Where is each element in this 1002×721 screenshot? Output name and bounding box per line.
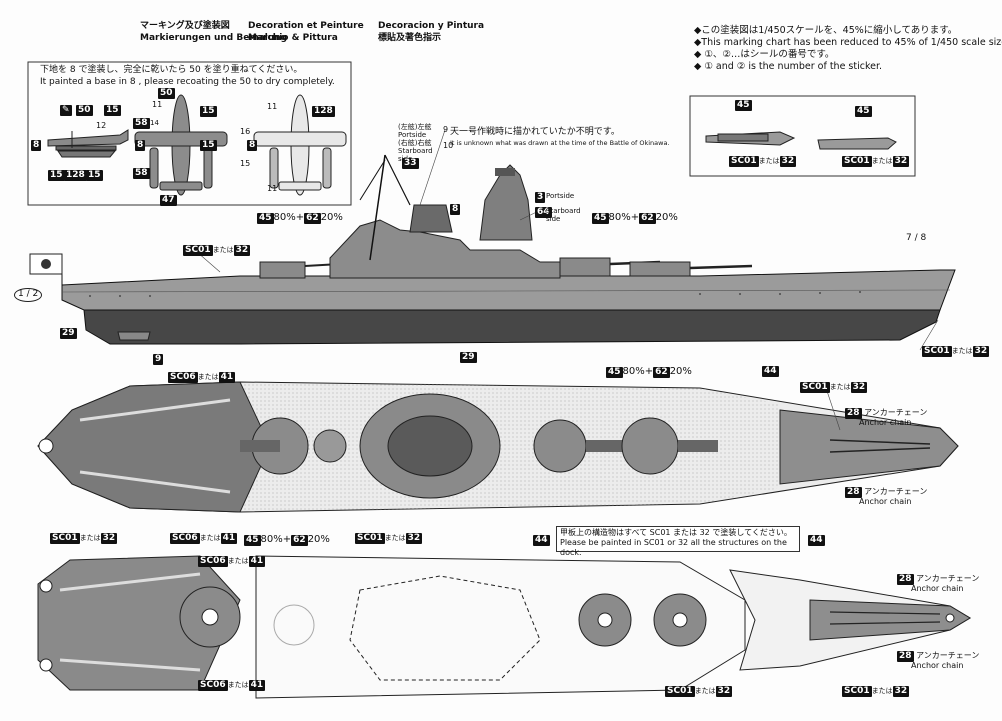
sticker-11-c: 11 — [267, 184, 278, 193]
title-fr: Decoration et Peinture — [248, 21, 364, 31]
sticker-7-8: 7 / 8 — [906, 233, 927, 243]
scale-note-jp: ◆この塗装図は1/450スケールを、45%に縮小してあります。 — [694, 25, 958, 36]
paint-code-45-b: 45 — [855, 106, 872, 117]
deck-bow-piece — [729, 569, 971, 671]
paint-code-47: 47 — [160, 195, 177, 206]
floatplane-underside-view — [253, 94, 347, 196]
title-de: Markierungen und Bemalung — [140, 33, 288, 43]
mast-note-en: It is unknown what was drawn at the time… — [450, 139, 670, 147]
deck-center-piece — [255, 555, 746, 699]
side-label-b: side — [546, 215, 561, 223]
paint-code-8-c: 8 — [247, 140, 258, 151]
paint-code-8-b: 8 — [135, 140, 146, 151]
starboard-label-b: Starboard — [546, 207, 581, 215]
title-jp: マーキング及び塗装図 — [140, 21, 230, 31]
paint-code-15-c: 15 — [86, 170, 103, 181]
paint-code-9: 9 — [153, 354, 164, 365]
paint-code-3: 3 — [535, 192, 546, 203]
paint-code-29-b: 29 — [460, 352, 477, 363]
deck-note-jp: 甲板上の構造物はすべて SC01 または 32 で塗装してください。 — [560, 528, 792, 537]
sticker-15: 15 — [240, 159, 251, 168]
brush-icon: ✎ — [60, 105, 72, 116]
title-it: Marchio & Pittura — [248, 33, 338, 43]
paint-code-45-a: 45 — [735, 100, 752, 111]
paint-code-44-c: 44 — [808, 535, 825, 546]
sticker-1-2: 1 / 2 — [14, 288, 43, 302]
portside-label: Portside — [398, 131, 427, 139]
sticker-11-b: 11 — [267, 102, 278, 111]
paint-code-44-a: 44 — [762, 366, 779, 377]
ship-top-view — [37, 381, 959, 513]
paint-code-15: 15 — [104, 105, 121, 116]
paint-code-128: 128 — [64, 170, 87, 181]
sticker-9: 9 — [443, 125, 449, 134]
sticker-note-en: ◆ ① and ② is the number of the sticker. — [694, 61, 883, 72]
paint-code-8: 8 — [31, 140, 42, 151]
paint-code-15-d: 15 — [200, 106, 217, 117]
portside-label-jp: (左舷)左舷 — [398, 123, 432, 131]
scale-note-en: ◆This marking chart has been reduced to … — [694, 37, 1002, 48]
paint-code-29-a: 29 — [60, 328, 77, 339]
sticker-10: 10 — [443, 141, 454, 150]
paint-code-50-b: 50 — [158, 88, 175, 99]
mast-note-jp: 天一号作戦時に描かれていたか不明です。 — [450, 127, 620, 137]
floatplane-side-view — [47, 129, 129, 158]
deck-note: 甲板上の構造物はすべて SC01 または 32 で塗装してください。 Pleas… — [556, 526, 800, 557]
paint-code-128-b: 128 — [312, 106, 335, 117]
starboard-label: Starboard — [398, 147, 433, 155]
sticker-16: 16 — [240, 127, 251, 136]
paint-code-33: 33 — [402, 158, 419, 169]
paint-code-12: 12 — [96, 121, 107, 130]
paint-code-58-b: 58 — [133, 168, 150, 179]
title-es: Decoracion y Pintura — [378, 21, 485, 31]
deck-note-en: Please be painted in SC01 or 32 all the … — [560, 538, 787, 557]
aircraft-panel — [27, 61, 352, 206]
starboard-label-jp: (右舷)右舷 — [398, 139, 432, 147]
or-14: 14 — [150, 119, 159, 127]
paint-code-64: 64 — [535, 207, 552, 218]
paint-code-44-b: 44 — [533, 535, 550, 546]
paint-code-8-d: 8 — [450, 204, 461, 215]
aircraft-note-jp: 下地を 8 で塗装し、完全に乾いたら 50 を塗り重ねてください。 — [40, 65, 303, 75]
title-cn: 標貼及著色指示 — [378, 33, 442, 43]
paint-code-15-e: 15 — [200, 140, 217, 151]
ship-side-profile — [29, 154, 956, 345]
aircraft-note-en: It painted a base in 8 , please recoatin… — [40, 77, 335, 87]
paint-code-15-b: 15 — [48, 170, 65, 181]
boat-panel — [689, 95, 916, 177]
paint-code-50: 50 — [76, 105, 93, 116]
sticker-note-jp: ◆ ①、②…はシールの番号です。 — [694, 49, 835, 60]
sticker-11: 11 — [152, 100, 163, 109]
paint-code-58: 58 — [133, 118, 150, 129]
portside-label-b: Portside — [546, 192, 575, 200]
deck-stern-piece — [37, 555, 241, 691]
